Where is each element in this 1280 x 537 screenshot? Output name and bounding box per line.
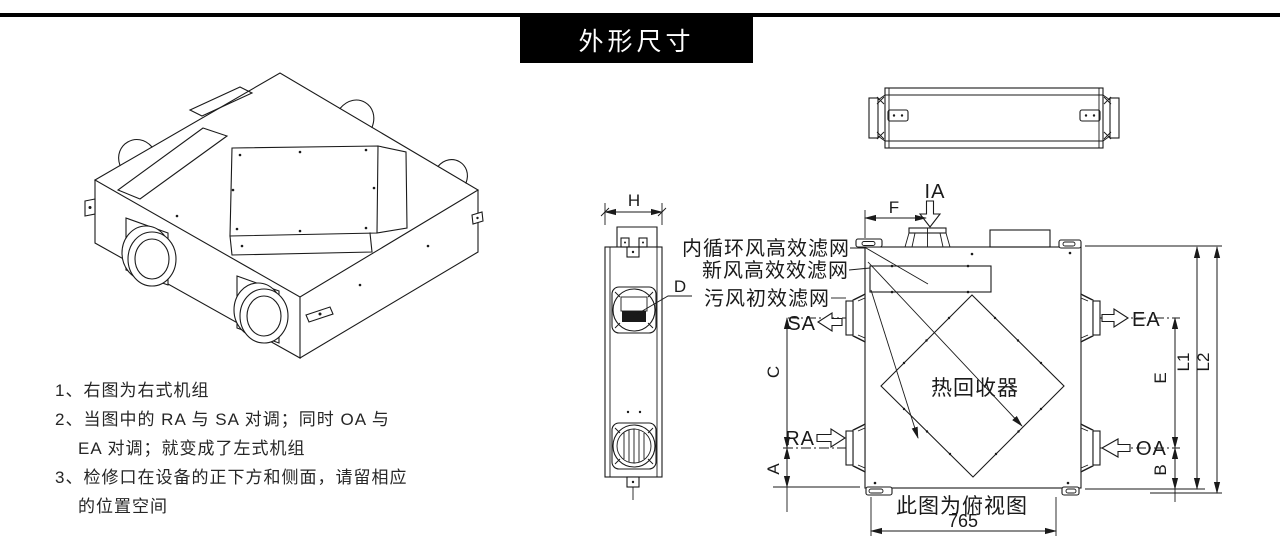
oa-flange bbox=[1080, 423, 1101, 473]
sa-arrow-icon bbox=[816, 311, 843, 333]
sa-flange bbox=[845, 293, 866, 343]
port-oa-label: OA bbox=[1136, 438, 1167, 460]
iso-rivets bbox=[175, 148, 430, 287]
dim-f-label: F bbox=[889, 198, 899, 217]
core-ticks bbox=[902, 316, 1043, 456]
port-ea-label: EA bbox=[1132, 309, 1161, 331]
iso-port-lower bbox=[233, 275, 289, 344]
dim-b-label: B bbox=[1151, 464, 1170, 475]
dim-765-label: 765 bbox=[948, 511, 978, 531]
isometric-view bbox=[84, 72, 484, 359]
note-line-2b: EA 对调；就变成了左式机组 bbox=[78, 439, 306, 458]
component-labels: 内循环风高效滤网 新风高效效滤网 污风初效滤网 热回收器 此图为俯视图 bbox=[682, 237, 1028, 518]
note-line-3b: 的位置空间 bbox=[78, 497, 168, 516]
label-recirc-filter: 内循环风高效滤网 bbox=[682, 237, 850, 260]
dim-e-label: E bbox=[1151, 372, 1170, 383]
dim-h-label: H bbox=[628, 191, 640, 210]
note-line-2: 2、当图中的 RA 与 SA 对调；同时 OA 与 bbox=[55, 410, 390, 429]
label-view-caption: 此图为俯视图 bbox=[896, 495, 1028, 518]
oa-arrow-icon bbox=[1100, 438, 1131, 458]
port-labels: IA SA RA EA OA bbox=[785, 181, 1167, 460]
port-ia-label: IA bbox=[925, 181, 946, 203]
dim-d-label: D bbox=[674, 277, 686, 296]
notes-block: 1、右图为右式机组 2、当图中的 RA 与 SA 对调；同时 OA 与 EA 对… bbox=[55, 376, 407, 521]
dim-c-label: C bbox=[764, 366, 783, 378]
label-heat-core: 热回收器 bbox=[931, 377, 1019, 400]
port-ra-label: RA bbox=[785, 428, 815, 450]
side-view: H D bbox=[600, 191, 692, 500]
top-rule bbox=[0, 13, 1280, 17]
label-fresh-filter: 新风高效效滤网 bbox=[702, 259, 849, 282]
ea-arrow-icon bbox=[1101, 307, 1130, 329]
label-dirty-filter: 污风初效滤网 bbox=[704, 287, 830, 310]
dim-l2-label: L2 bbox=[1194, 353, 1213, 372]
ea-flange bbox=[1080, 293, 1101, 343]
ia-arrow-icon bbox=[918, 200, 942, 228]
dimensions: F C A E B L1 L2 765 bbox=[764, 198, 1222, 536]
front-view bbox=[868, 87, 1120, 149]
section-title: 外形尺寸 bbox=[578, 28, 695, 56]
ra-arrow-icon bbox=[816, 427, 847, 449]
iso-port-upper bbox=[121, 217, 177, 287]
plan-rivets bbox=[873, 251, 1072, 485]
port-sa-label: SA bbox=[787, 313, 816, 335]
dim-l1-label: L1 bbox=[1174, 353, 1193, 372]
dim-a-label: A bbox=[764, 463, 783, 475]
note-line-3: 3、检修口在设备的正下方和侧面，请留相应 bbox=[55, 468, 408, 487]
top-plan-view bbox=[783, 227, 1180, 496]
note-line-1: 1、右图为右式机组 bbox=[55, 381, 210, 400]
section-title-banner: 外形尺寸 bbox=[520, 17, 753, 63]
ra-flange bbox=[845, 423, 866, 473]
ia-spigot bbox=[904, 227, 951, 248]
